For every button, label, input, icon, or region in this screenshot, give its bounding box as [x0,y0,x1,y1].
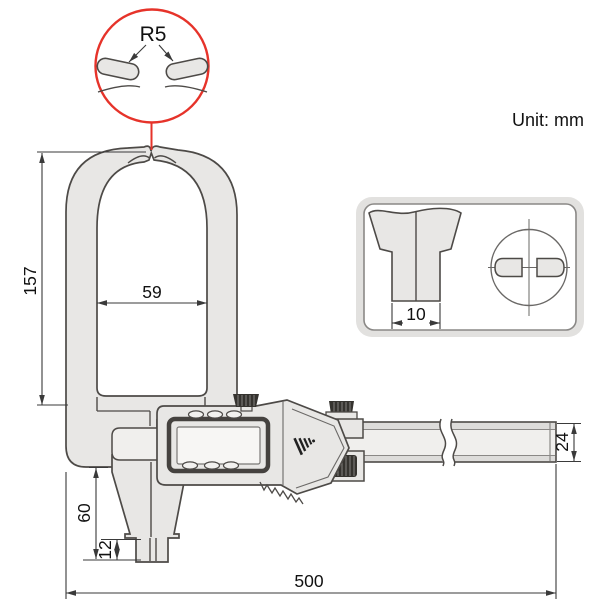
serrated-grip-edge [259,481,304,505]
button-top-1 [187,410,205,419]
dim-tip-width [391,303,441,329]
right-tip-section [536,257,565,278]
button-top-3 [225,410,243,419]
beam-left-end [111,427,159,461]
left-jaw-tip-magnified [96,57,140,81]
leader-arrow-left [128,44,147,63]
beam-break-gap [439,417,456,469]
magnifier-callout: R5 [94,8,210,124]
caliper-arch [65,145,238,471]
arch-body [65,145,238,471]
left-tip-section [494,257,523,278]
digital-display-unit [156,394,350,505]
label-tip-width: 10 [406,304,426,324]
display-buttons [181,410,243,470]
dimension-labels: 157 59 60 12 24 500 [20,266,572,591]
button-top-2 [206,410,224,419]
leader-arrow-right [158,44,174,62]
button-bottom-2 [203,461,221,470]
label-arch-height: 157 [20,266,40,295]
dim-beam-height [557,422,581,463]
face-panel-line [291,408,345,489]
dim-overall-length [65,464,557,599]
dim-arch-height [37,151,146,406]
tip-top-view [488,219,570,316]
right-jaw-tip-magnified [165,57,209,81]
tip-front-view: 10 [368,207,462,329]
label-beam-height: 24 [552,432,572,452]
label-inner-width: 59 [142,282,161,302]
left-tip-lobe-line [127,155,150,164]
brand-logo-icon [293,437,316,456]
unit-note: Unit: mm [512,110,584,130]
dimension-lines [37,151,581,599]
lock-screw [233,394,259,412]
magnified-jaw-tips [96,57,209,93]
dim-jaw-depth [83,466,141,561]
clamp-screw-icon [329,401,354,414]
dim-tip-length [101,538,141,560]
lcd-screen [176,426,261,465]
label-tip-length: 12 [95,540,115,559]
button-bottom-3 [222,461,240,470]
right-tip-lobe-line [154,155,177,164]
tip-detail-panel: 10 [356,197,584,337]
radius-label: R5 [140,23,167,46]
label-overall-length: 500 [294,571,323,591]
button-bottom-1 [181,461,199,470]
label-jaw-depth: 60 [74,503,94,523]
